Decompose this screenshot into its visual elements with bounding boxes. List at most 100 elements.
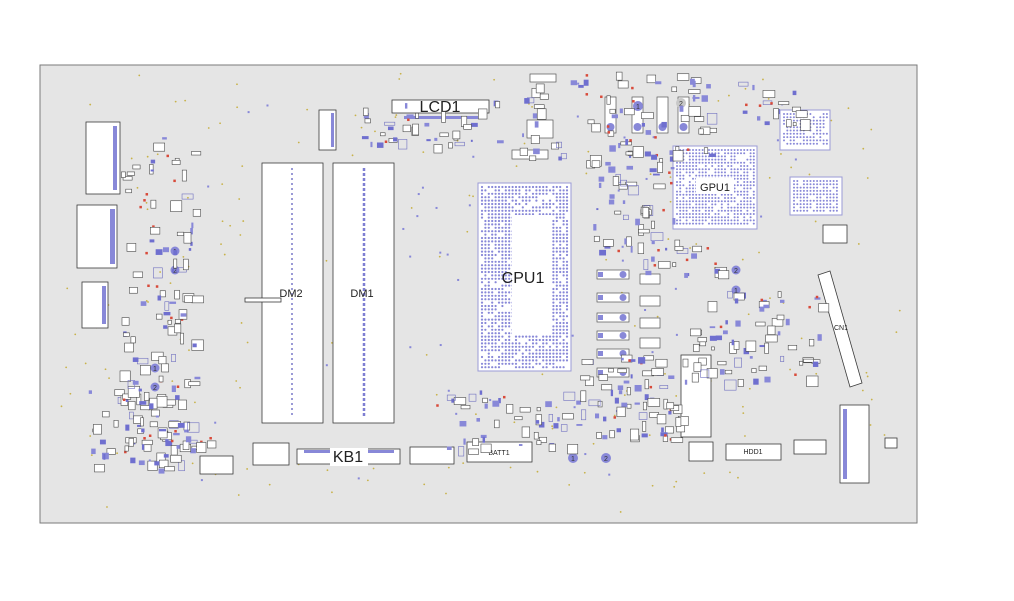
gpu1-ball [752, 203, 755, 206]
bottom-connector-2[interactable] [252, 442, 290, 466]
cpu1-ball [548, 199, 552, 202]
smd-pad [709, 153, 716, 157]
cpu1-ball [521, 366, 524, 369]
gpu1-ball [704, 216, 707, 219]
cpu1-ball [491, 257, 494, 260]
gpu1-ball [730, 152, 733, 155]
gpu1-ball [698, 200, 701, 203]
bottom-connector-left[interactable] [199, 455, 234, 475]
gpu1-ball [717, 168, 720, 171]
cpu1-ball [501, 213, 504, 216]
cpu1-ball [555, 216, 558, 219]
right-edge-switch[interactable] [884, 437, 898, 449]
gpu1-ball [676, 181, 678, 183]
right-bottom-connector[interactable] [839, 404, 870, 484]
via [239, 234, 242, 236]
gpu1-ball [743, 213, 746, 215]
gpu1-ball [682, 184, 685, 187]
pin1-marker [719, 325, 723, 329]
smd-pad [424, 122, 430, 127]
vram-ball [793, 180, 795, 182]
cpu1-ball [497, 338, 501, 342]
cpu1-ball [480, 362, 484, 365]
cpu1-ball [518, 189, 521, 192]
cpu1-ball [559, 332, 562, 335]
cpu1-ball [528, 355, 531, 359]
cpu1-ball [484, 226, 487, 229]
gpu1-ball [746, 206, 749, 209]
cn1-connector[interactable]: CN1 [817, 270, 863, 388]
cpu1-ball [552, 189, 555, 192]
smd-pad [484, 403, 488, 409]
vram-ball [829, 206, 832, 209]
cpu1-ball [487, 196, 490, 199]
cpu1-ball [504, 185, 507, 189]
gpu1-ball [717, 222, 720, 225]
vram-ball [826, 199, 828, 202]
cpu1-ball [508, 240, 511, 243]
smd-pad [125, 398, 129, 402]
smd-pad [651, 240, 655, 245]
bottom-connector-3[interactable] [409, 446, 455, 465]
gpu1-ball [688, 152, 691, 155]
smd-pad [651, 256, 655, 262]
vram-ball [796, 119, 799, 122]
smd-pad [618, 143, 621, 149]
cpu1-ball [480, 264, 484, 267]
cpu1-ball [525, 199, 528, 202]
smd-pad [426, 139, 431, 142]
dm1-memory-slot[interactable]: DM1 [332, 162, 395, 424]
bottom-connector-4[interactable] [688, 441, 714, 462]
test-pad [760, 215, 763, 218]
smd-part [184, 295, 193, 303]
gpu1-ball [736, 168, 739, 171]
left-connector-middle[interactable] [76, 204, 118, 269]
gpu1-package[interactable]: GPU1 [672, 145, 758, 230]
kb1-connector[interactable]: KB1 [296, 448, 401, 466]
gpu1-ball [701, 149, 704, 151]
cpu1-ball [562, 301, 565, 304]
smd-outline [738, 81, 749, 87]
cpu1-ball [555, 304, 558, 308]
via [861, 389, 864, 392]
hdd1-connector[interactable]: HDD1 [725, 443, 782, 461]
fan-connector[interactable] [822, 224, 848, 244]
lcd-side-connector[interactable] [318, 109, 337, 151]
cap-numbered-bottom-2: 2 [601, 453, 611, 463]
inductor-pad [598, 272, 603, 277]
cpu1-package[interactable]: CPU1 [477, 182, 572, 372]
gpu1-ball [676, 165, 678, 167]
pin1-marker [407, 118, 410, 122]
smd-pad [188, 248, 192, 251]
cpu1-ball [501, 219, 504, 223]
cpu1-ball [548, 213, 552, 216]
gpu1-ball [704, 209, 707, 212]
cpu1-ball [535, 196, 538, 199]
left-connector-bottom[interactable] [81, 281, 109, 329]
cpu1-ball [484, 236, 487, 240]
smd-pad [660, 432, 668, 437]
cpu1-ball [491, 250, 494, 253]
vram-ball [806, 199, 809, 202]
left-connector-top[interactable] [85, 121, 121, 195]
via [814, 220, 817, 223]
smd-outline [178, 460, 185, 472]
vram-ball [825, 139, 828, 142]
vram-ball [806, 196, 809, 199]
cpu1-ball [494, 345, 497, 348]
smd-part [439, 132, 449, 137]
cpu1-ball [480, 308, 484, 311]
cpu1-ball [487, 342, 490, 345]
gpu1-ball [743, 174, 746, 177]
gpu1-ball [724, 174, 726, 177]
gpu1-ball [730, 206, 733, 209]
via [351, 154, 354, 157]
vram-chip-mid[interactable] [789, 176, 843, 216]
vram-ball [812, 209, 815, 212]
vram-ball [812, 132, 815, 135]
dm2-memory-slot[interactable]: DM2 [244, 162, 324, 424]
gpu1-ball [692, 168, 694, 171]
bottom-connector-5[interactable] [793, 439, 827, 455]
vram-ball [799, 193, 802, 196]
cpu1-ball [545, 189, 548, 192]
